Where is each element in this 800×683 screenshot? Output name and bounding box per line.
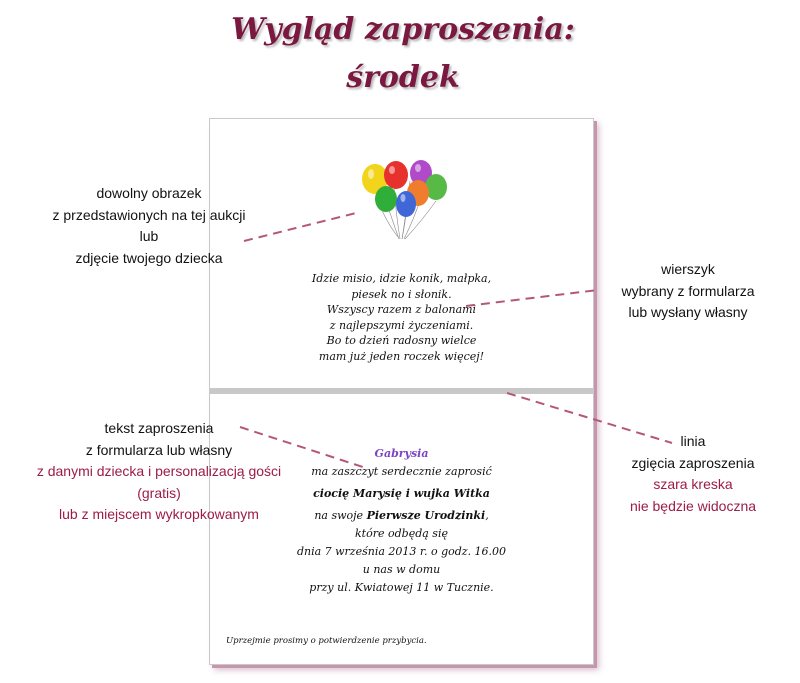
child-name: Gabrysia: [374, 447, 429, 460]
invitation-event-line: na swoje Pierwsze Urodzinki,: [210, 507, 593, 525]
invitation-address: przy ul. Kwiatowej 11 w Tucznie.: [309, 581, 494, 594]
balloons-image: [362, 160, 447, 240]
event-name: Pierwsze Urodzinki: [366, 509, 486, 522]
note-line-highlight: nie będzie widoczna: [629, 497, 757, 514]
invitation-line: które odbędą się: [355, 527, 448, 540]
note-line: wybrany z formularza: [621, 282, 755, 299]
note-line: dowolny obrazek: [96, 185, 202, 201]
poem-line: z najlepszymi życzeniami.: [329, 318, 474, 332]
note-line: z formularza lub własny: [85, 441, 233, 458]
note-line-highlight: (gratis): [137, 484, 181, 501]
poem-line: Wszyscy razem z balonami: [326, 303, 477, 316]
note-line: lub: [139, 228, 159, 244]
poem-line: Bo to dzień radosny wielce: [326, 334, 477, 347]
note-poem: wierszyk wybrany z formularza lub wysłan…: [583, 259, 793, 324]
poem-line: mam już jeden roczek więcej!: [318, 349, 485, 363]
poem-text: Idzie misio, idzie konik, małpka, piesek…: [210, 271, 593, 364]
note-picture: dowolny obrazek z przedstawionych na tej…: [14, 183, 284, 269]
note-line: lub wysłany własny: [628, 304, 748, 320]
poem-line: Idzie misio, idzie konik, małpka,: [311, 272, 492, 285]
note-line: tekst zaproszenia: [104, 420, 214, 436]
event-prefix: na swoje: [314, 509, 367, 522]
fold-line: [210, 388, 593, 394]
page-title-line1: Wygląd zaproszenia:: [231, 12, 575, 47]
invitation-date: dnia 7 września 2013 r. o godz. 16.00: [296, 545, 507, 558]
invitation-line: u nas w domu: [362, 563, 441, 576]
note-line: zgięcia zaproszenia: [631, 454, 755, 471]
note-line: z przedstawionych na tej aukcji: [52, 206, 246, 223]
note-line-highlight: z danymi dziecka i personalizacją gości: [36, 463, 282, 479]
note-invitation-text: tekst zaproszenia z formularza lub własn…: [14, 418, 304, 526]
note-fold-line: linia zgięcia zaproszenia szara kreska n…: [598, 431, 788, 517]
note-line: linia: [680, 433, 706, 449]
guest-names: ciocię Marysię i wujka Witka: [313, 487, 490, 500]
note-line-highlight: lub z miejscem wykropkowanym: [59, 506, 259, 522]
poem-line: piesek no i słonik.: [351, 287, 452, 301]
note-line: zdjęcie twojego dziecka: [75, 249, 223, 266]
rsvp-footer: Uprzejmie prosimy o potwierdzenie przyby…: [226, 636, 427, 646]
note-line: wierszyk: [661, 261, 715, 277]
invitation-card: Idzie misio, idzie konik, małpka, piesek…: [209, 118, 594, 665]
note-line-highlight: szara kreska: [653, 476, 733, 492]
event-suffix: ,: [485, 509, 489, 522]
page-title-line2: środek: [346, 60, 460, 95]
